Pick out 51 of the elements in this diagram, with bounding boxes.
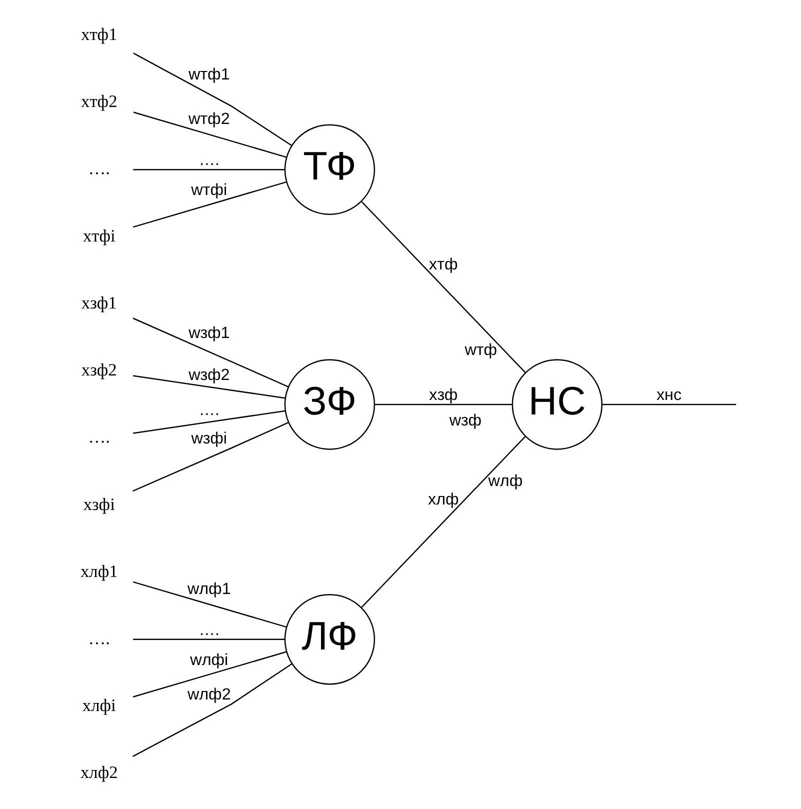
node-text: xлфi xyxy=(82,695,116,716)
node-text: xтф2 xyxy=(80,91,117,112)
node-circle: ЗФ xyxy=(284,359,375,450)
edge-label: …. xyxy=(198,620,219,639)
connector xyxy=(360,201,526,374)
connector xyxy=(132,52,292,146)
connector xyxy=(132,638,284,640)
edge-label: wзф2 xyxy=(188,366,230,384)
node-circle: ТФ xyxy=(284,124,375,215)
label: wзф xyxy=(448,412,481,430)
connector xyxy=(132,581,286,628)
connector xyxy=(132,410,285,434)
node-text: xлф1 xyxy=(80,560,118,581)
connector xyxy=(132,422,288,492)
edge-label: wтф2 xyxy=(188,110,230,128)
edge-label: …. xyxy=(198,400,219,419)
connector xyxy=(374,404,512,406)
connector xyxy=(132,375,285,399)
node-text: xзф2 xyxy=(80,360,116,380)
connector xyxy=(132,168,284,170)
node-text: …. xyxy=(88,426,110,447)
edge-label: xлф xyxy=(428,490,458,508)
edge-label: wлфi xyxy=(190,650,228,669)
node-text: xзф1 xyxy=(80,292,116,312)
label: wлф xyxy=(488,472,522,490)
connector xyxy=(132,181,286,228)
connector xyxy=(132,112,286,158)
node-text: …. xyxy=(88,158,110,178)
edge-label: xнс xyxy=(656,386,682,404)
node-text: xлф2 xyxy=(80,762,118,782)
edge-label: wтф1 xyxy=(188,65,230,84)
edge-label: wлф1 xyxy=(186,580,230,598)
node-text: …. xyxy=(88,628,110,648)
edge-label: wзф1 xyxy=(188,324,230,342)
edge-label: xзф xyxy=(428,386,458,404)
edge-label: wтфi xyxy=(190,180,227,199)
connector xyxy=(602,404,736,406)
node-circle: ЛФ xyxy=(284,594,375,685)
node-circle: НС xyxy=(511,359,602,450)
connector xyxy=(132,651,286,698)
edge-label: …. xyxy=(198,151,219,170)
node-text: xзфi xyxy=(82,494,114,514)
label: wтф xyxy=(464,340,497,359)
edge-label: wлф2 xyxy=(186,686,230,704)
edge-label: wзфi xyxy=(190,430,227,448)
connector xyxy=(132,318,288,388)
node-text: xтф1 xyxy=(80,24,117,44)
connector xyxy=(360,436,526,608)
edge-label: xтф xyxy=(428,256,458,274)
connector xyxy=(132,663,292,757)
node-text: xтфi xyxy=(82,225,115,246)
